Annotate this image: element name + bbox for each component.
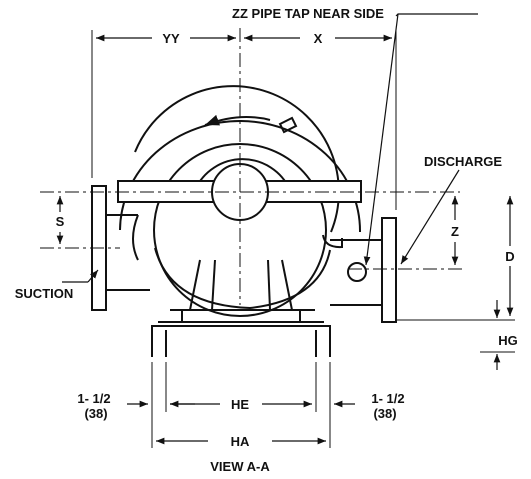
left-clearance-metric-label: (38) [84,406,107,421]
dimension-yy-label: YY [162,31,180,46]
suction-label: SUCTION [15,286,74,301]
dimension-x-label: X [314,31,323,46]
dimension-hg-label: HG [498,333,518,348]
view-caption: VIEW A-A [210,459,270,474]
extension-lines [91,30,515,448]
right-clearance-metric-label: (38) [373,406,396,421]
dimension-ha-label: HA [231,434,250,449]
pump-feet [170,259,315,322]
baseplate [151,321,331,357]
dimension-s-label: S [56,214,65,229]
dimension-he-label: HE [231,397,249,412]
right-clearance-label: 1- 1/2 [371,391,404,406]
dimension-lines [56,13,514,445]
left-clearance-label: 1- 1/2 [77,391,110,406]
dimension-d-label: D [505,249,514,264]
dimension-z-label: Z [451,224,459,239]
rotation-arrow-icon [204,114,271,126]
discharge-flange [330,217,397,323]
discharge-label: DISCHARGE [424,154,502,169]
centerlines [40,28,465,305]
pipe-tap-label: ZZ PIPE TAP NEAR SIDE [232,6,384,21]
